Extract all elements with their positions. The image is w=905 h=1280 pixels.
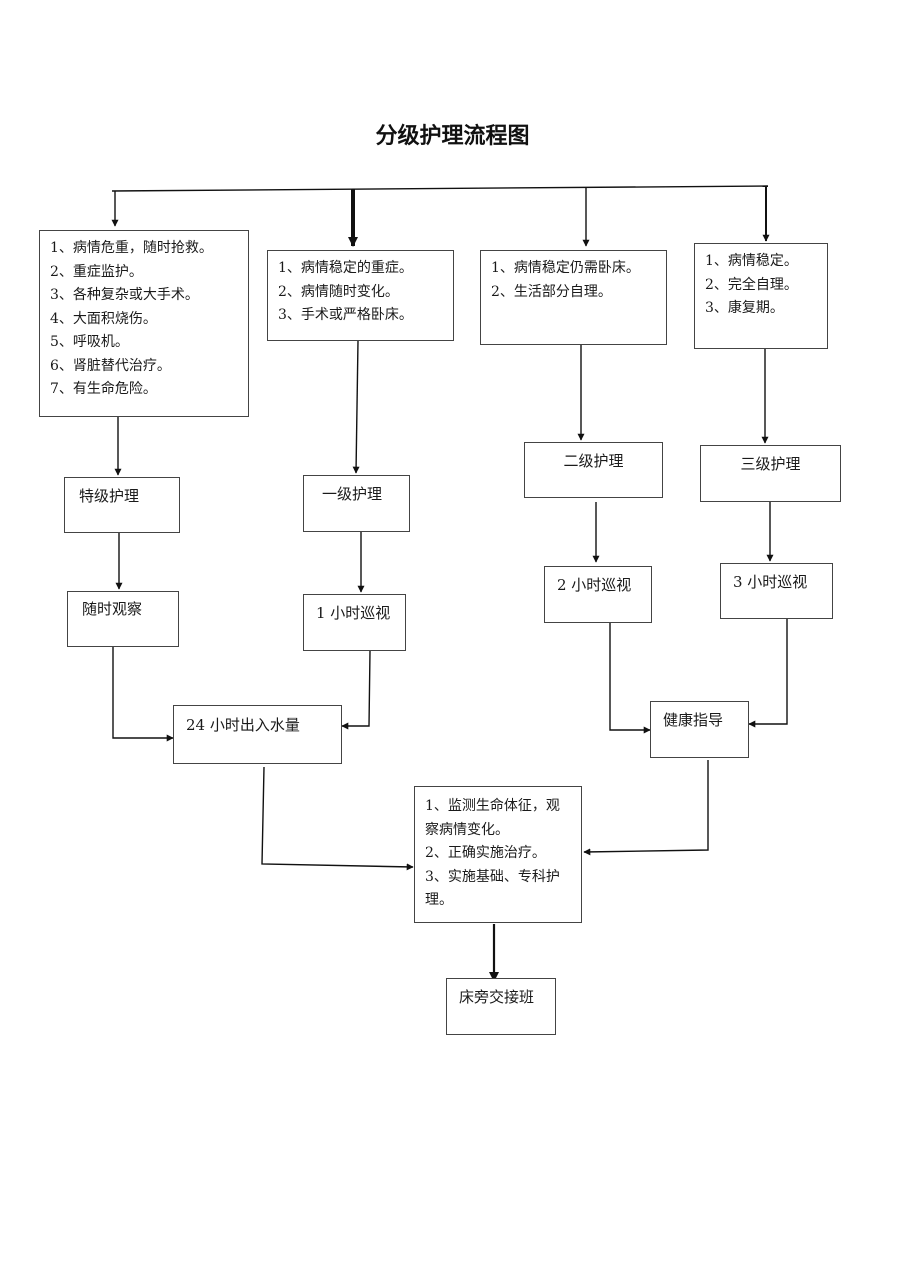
third-level-criteria-box: 1、病情稳定。 2、完全自理。 3、康复期。 bbox=[694, 243, 828, 349]
second-level-care-label: 二级护理 bbox=[563, 452, 624, 470]
bedside-handover-box: 床旁交接班 bbox=[446, 978, 556, 1035]
criteria-item: 1、病情稳定仍需卧床。 bbox=[491, 260, 640, 276]
criteria-item: 1、病情危重，随时抢救。 bbox=[50, 240, 213, 256]
first-level-care-label: 一级护理 bbox=[322, 485, 383, 503]
health-guidance-label: 健康指导 bbox=[663, 711, 724, 729]
top-distribution-bar bbox=[111, 185, 769, 192]
intake-output-label: 24 小时出入水量 bbox=[186, 716, 300, 734]
three-hour-patrol-label: 3 小时巡视 bbox=[733, 573, 808, 591]
criteria-item: 5、呼吸机。 bbox=[50, 334, 129, 350]
care-task-item: 1、监测生命体征，观察病情变化。 bbox=[425, 798, 560, 838]
arrow-3h-to-guidance bbox=[748, 619, 788, 728]
third-level-care-box: 三级护理 bbox=[700, 445, 841, 502]
criteria-item: 6、肾脏替代治疗。 bbox=[50, 357, 171, 374]
health-guidance-box: 健康指导 bbox=[650, 701, 749, 758]
special-care-criteria-box: 1、病情危重，随时抢救。 2、重症监护。 3、各种复杂或大手术。 4、大面积烧伤… bbox=[39, 230, 249, 417]
criteria-item: 2、重症监护。 bbox=[50, 263, 143, 280]
criteria-item: 2、病情随时变化。 bbox=[278, 283, 399, 300]
hourly-patrol-box: 1 小时巡视 bbox=[303, 594, 406, 651]
special-care-label: 特级护理 bbox=[79, 487, 140, 505]
first-level-care-box: 一级护理 bbox=[303, 475, 410, 532]
criteria-item: 2、生活部分自理。 bbox=[491, 283, 612, 300]
criteria-item: 3、各种复杂或大手术。 bbox=[50, 287, 199, 303]
care-tasks-box: 1、监测生命体征，观察病情变化。 2、正确实施治疗。 3、实施基础、专科护理。 bbox=[414, 786, 582, 923]
second-level-care-box: 二级护理 bbox=[524, 442, 663, 498]
arrow-hourly-to-intake bbox=[341, 650, 371, 730]
arrow-first-to-level bbox=[352, 340, 360, 474]
criteria-item: 2、完全自理。 bbox=[705, 276, 798, 293]
criteria-item: 3、手术或严格卧床。 bbox=[278, 307, 413, 323]
bedside-handover-label: 床旁交接班 bbox=[459, 988, 535, 1006]
second-level-criteria-box: 1、病情稳定仍需卧床。 2、生活部分自理。 bbox=[480, 250, 667, 345]
care-task-item: 3、实施基础、专科护理。 bbox=[425, 868, 560, 909]
third-level-care-label: 三级护理 bbox=[740, 455, 801, 473]
arrow-intake-to-care bbox=[261, 766, 414, 871]
observe-anytime-label: 随时观察 bbox=[82, 600, 143, 618]
criteria-item: 1、病情稳定的重症。 bbox=[278, 260, 413, 276]
criteria-item: 7、有生命危险。 bbox=[50, 381, 157, 397]
intake-output-box: 24 小时出入水量 bbox=[173, 705, 342, 764]
arrow-guidance-to-care bbox=[583, 760, 709, 856]
two-hour-patrol-box: 2 小时巡视 bbox=[544, 566, 652, 623]
arrow-observe-to-intake bbox=[112, 647, 174, 742]
special-care-level-box: 特级护理 bbox=[64, 477, 180, 533]
page-title: 分级护理流程图 bbox=[375, 124, 530, 149]
three-hour-patrol-box: 3 小时巡视 bbox=[720, 563, 833, 619]
two-hour-patrol-label: 2 小时巡视 bbox=[557, 576, 632, 594]
criteria-item: 1、病情稳定。 bbox=[705, 253, 798, 269]
criteria-item: 3、康复期。 bbox=[705, 300, 784, 316]
first-level-criteria-box: 1、病情稳定的重症。 2、病情随时变化。 3、手术或严格卧床。 bbox=[267, 250, 454, 341]
observe-anytime-box: 随时观察 bbox=[67, 591, 179, 647]
care-task-item: 2、正确实施治疗。 bbox=[425, 845, 546, 861]
criteria-item: 4、大面积烧伤。 bbox=[50, 310, 157, 327]
hourly-patrol-label: 1 小时巡视 bbox=[316, 604, 391, 622]
arrow-2h-to-guidance bbox=[609, 623, 651, 734]
